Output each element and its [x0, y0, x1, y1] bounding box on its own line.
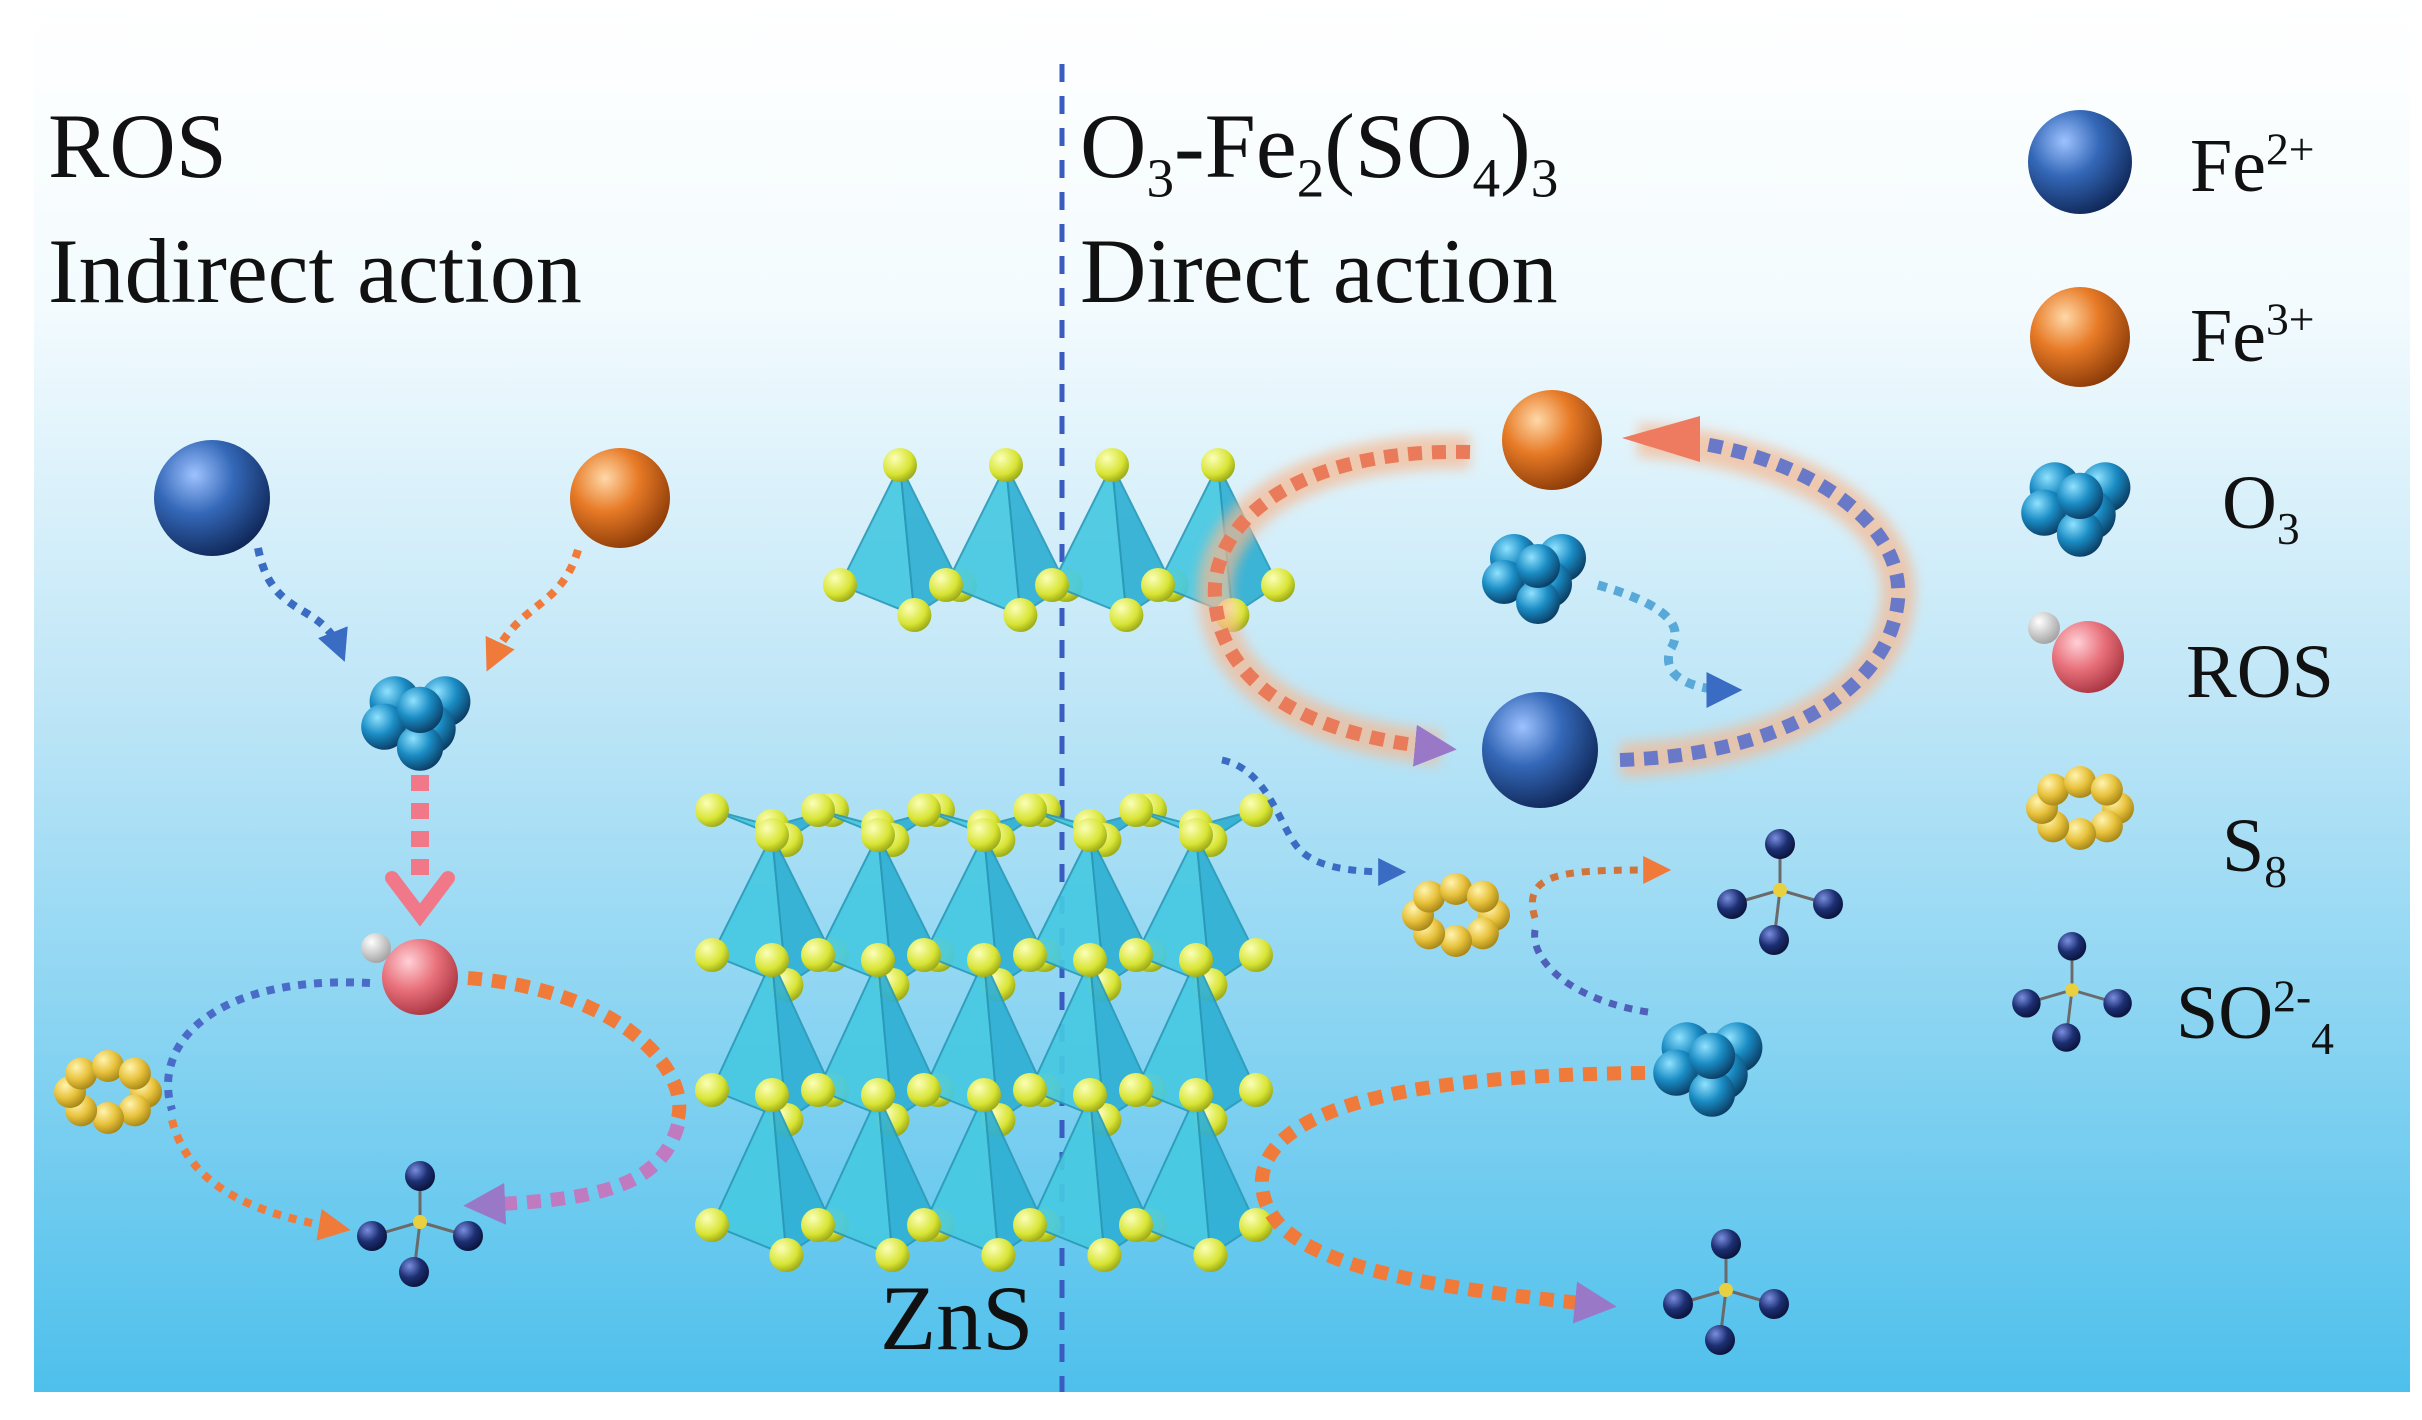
zns-crystal — [695, 448, 1295, 1272]
ros-radical-left — [361, 933, 458, 1015]
arrow-fe3-to-fe2 — [1207, 444, 1471, 767]
s8-ring-left — [54, 1050, 162, 1134]
fe2-ion-right — [1482, 692, 1598, 808]
fe3-ion-left — [570, 448, 670, 548]
right-subtitle: Direct action — [1080, 220, 1558, 322]
s8-ring-right — [1402, 873, 1510, 957]
legend-o3-icon — [2021, 462, 2131, 557]
legend-label-fe2: Fe2+ — [2190, 123, 2315, 208]
zns-label: ZnS — [880, 1267, 1034, 1369]
arrow-ros-to-so4 — [467, 971, 687, 1120]
o3-molecule-left — [361, 676, 471, 771]
arrow-zns-to-s8 — [1221, 756, 1407, 886]
arrow-fe3-head — [1622, 416, 1700, 462]
legend-fe3-icon — [2030, 287, 2130, 387]
legend-so4-icon — [2012, 932, 2132, 1052]
legend-s8-icon — [2026, 766, 2134, 850]
arrow-fe3-to-o3 — [485, 548, 582, 672]
fe2-ion-left — [154, 440, 270, 556]
right-title: O3-Fe2(SO4)3 — [1080, 95, 1559, 209]
fe3-ion-right — [1502, 390, 1602, 490]
left-title: ROS — [48, 95, 227, 197]
arrow-o3-to-ros-head — [385, 871, 455, 927]
sulfate-ion-right-bottom — [1663, 1229, 1789, 1355]
sulfate-ion-right-top — [1717, 829, 1843, 955]
legend-fe2-icon — [2028, 110, 2132, 214]
arrow-s8-to-so4-right — [1528, 856, 1672, 920]
arrow-fe2-to-o3 — [254, 547, 348, 662]
arrow-fe2-to-fe3 — [1619, 431, 1906, 767]
arrow-s8-to-so4 — [168, 1119, 351, 1241]
left-subtitle: Indirect action — [48, 220, 582, 322]
arrow-ros-to-s8 — [164, 978, 371, 1112]
legend-label-fe3: Fe3+ — [2190, 293, 2315, 378]
o3-molecule-right-top — [1482, 534, 1586, 624]
legend-ros-icon — [2028, 612, 2124, 693]
legend-label-so4: SO2-4 — [2176, 970, 2334, 1065]
legend-label-o3: O3 — [2222, 461, 2300, 555]
arrow-o3-to-so4-right — [1254, 1066, 1646, 1324]
redox-cycle — [1197, 416, 1916, 777]
sulfate-ion-left — [357, 1161, 483, 1287]
o3-molecule-right-mid — [1653, 1022, 1763, 1117]
legend-label-s8: S8 — [2222, 804, 2288, 898]
legend-label-ros: ROS — [2186, 630, 2334, 714]
